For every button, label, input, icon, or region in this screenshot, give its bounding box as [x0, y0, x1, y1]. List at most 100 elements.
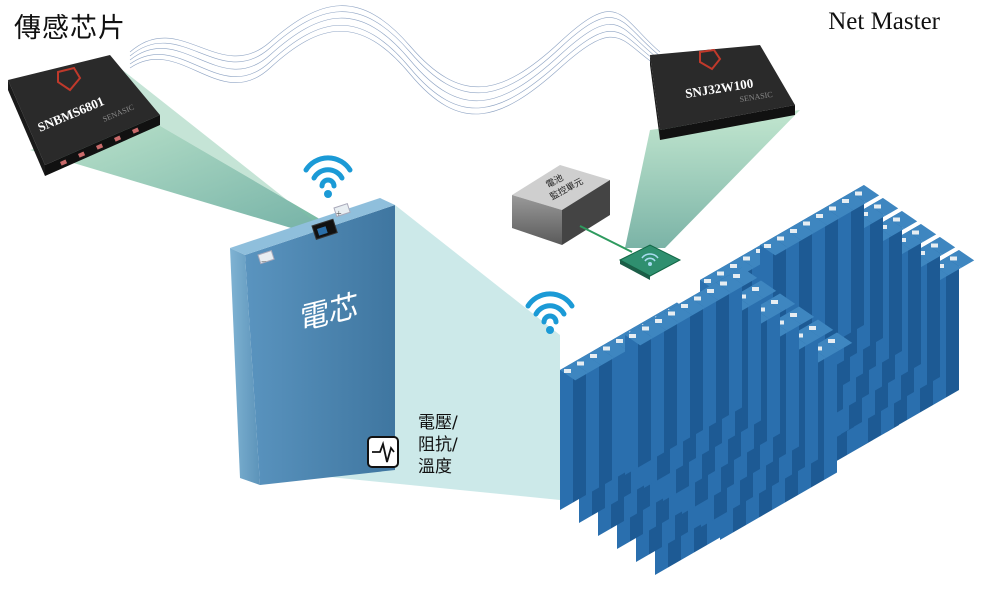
pack-cell-tab [733, 274, 740, 278]
pack-cell-top [870, 198, 899, 216]
pack-cell-tab [743, 256, 750, 261]
pack-cell [825, 200, 838, 348]
pack-cell-top [754, 301, 783, 319]
pack-cell-top [664, 305, 693, 323]
pack-cell-top [811, 340, 840, 358]
pack-cell-tab [880, 225, 887, 229]
pack-cell [851, 185, 864, 333]
pack-cell-tab [577, 361, 584, 366]
pack-cell-top [573, 355, 602, 373]
sensor-board [618, 244, 682, 280]
pack-cell-top [824, 332, 853, 351]
pack-cell-tab [899, 238, 906, 242]
pack-cell-top [638, 320, 667, 338]
pack-cell-tab [931, 243, 938, 248]
pack-cell [812, 207, 825, 355]
pack-cell [612, 332, 625, 480]
pack-wifi-icon [525, 291, 575, 334]
pack-cell-tab [771, 300, 778, 304]
pack-cell [573, 355, 586, 503]
pack-cell-tab [655, 319, 662, 323]
pack-cell [767, 293, 780, 441]
pack-cell-tab [842, 199, 849, 203]
pack-cell-top [586, 347, 615, 366]
pack-cell-top [933, 257, 962, 276]
pack-cell-top [726, 257, 755, 276]
pack-cell-tab [616, 339, 623, 343]
pack-cell-tab [629, 334, 636, 338]
battery-pack [560, 185, 975, 575]
pack-cell-tab [918, 251, 925, 255]
pack-cell [651, 312, 664, 460]
pack-cell [586, 347, 599, 495]
pack-cell-tab [790, 229, 797, 233]
pack-cell-top [851, 185, 880, 203]
pack-cell-tab [642, 326, 649, 331]
net-master-title: Net Master [828, 8, 940, 35]
pack-cell-top [760, 237, 789, 256]
left-chip [8, 55, 160, 176]
pack-cell-tab [717, 271, 724, 276]
pack-cell-tab [668, 311, 675, 316]
cell-plus-terminal: + [336, 209, 342, 220]
monitor-cable [579, 225, 633, 253]
pack-cell-tab [790, 313, 797, 317]
pack-cell [946, 250, 959, 398]
pack-cell-top [560, 362, 589, 381]
pack-cell [716, 275, 729, 423]
pack-cell-top [767, 293, 796, 312]
pack-cell-top [786, 222, 815, 241]
metric-temperature: 溫度 [418, 457, 452, 477]
pack-cell-tab [937, 264, 944, 268]
pack-cell-tab [829, 206, 836, 211]
pack-cell-tab [739, 294, 746, 299]
cell-metrics: 電壓/ 阻抗/ 溫度 [418, 412, 458, 478]
pack-cell-top [799, 215, 828, 233]
pack-cell-tab [893, 217, 900, 222]
pack-cell [560, 362, 573, 510]
pack-cell-tab [828, 339, 835, 343]
pack-cell-top [876, 218, 905, 237]
pack-cell [889, 211, 902, 359]
metric-impedance: 阻抗/ [418, 435, 458, 455]
signal-wave [129, 5, 661, 115]
pack-cell-top [748, 280, 777, 299]
pack-cell-tab [694, 296, 701, 301]
pack-cell-top [735, 288, 764, 306]
pack-cell-tab [764, 244, 771, 248]
pack-cell-top [729, 267, 758, 286]
pack-cell [664, 305, 677, 453]
pack-cell [824, 332, 837, 480]
pack-cell-top [773, 230, 802, 248]
monitor-unit-box [512, 165, 610, 245]
pack-cell-top [773, 314, 802, 332]
pack-cell-top [786, 306, 815, 325]
pack-cell-tab [590, 354, 597, 358]
pack-cell-tab [912, 230, 919, 235]
pack-cell-top [805, 319, 834, 338]
pack-cell-tab [874, 204, 881, 209]
pack-cell [703, 282, 716, 430]
pack-cell-tab [756, 249, 763, 253]
pack-cell [638, 320, 651, 468]
pack-cell-top [599, 340, 628, 358]
metric-voltage: 電壓/ [418, 413, 458, 433]
right-chip [650, 45, 795, 140]
pack-cell-tab [803, 221, 810, 226]
pack-cell-tab [704, 279, 711, 283]
pack-cell-top [812, 207, 841, 226]
pack-cell [748, 280, 761, 428]
pack-cell-tab [950, 256, 957, 261]
sensor-board-wifi-icon [641, 253, 659, 266]
waveform-icon [367, 436, 399, 468]
pack-cell-top [651, 312, 680, 331]
pack-cell [625, 327, 638, 475]
sensor-chip-title: 傳感芯片 [14, 13, 126, 44]
pack-cell-top [677, 297, 706, 316]
pack-cell-top [825, 200, 854, 218]
pack-cell-top [716, 275, 745, 293]
pack-cell [805, 319, 818, 467]
pack-cell-top [895, 231, 924, 250]
pack-cell-tab [777, 236, 784, 241]
